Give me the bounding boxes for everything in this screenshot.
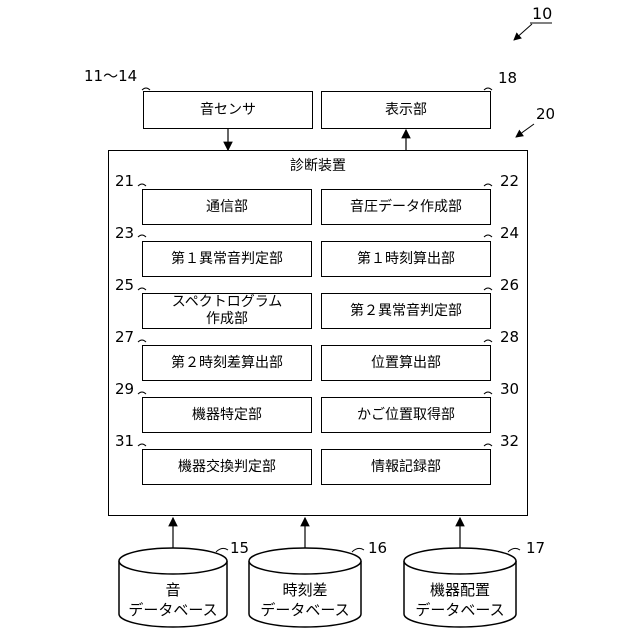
sound-database: 音 データベース <box>119 580 227 620</box>
module-ref-28: 28 <box>500 329 519 345</box>
second-abnormal-sound-unit: 第２異常音判定部 <box>321 293 491 329</box>
device-leader-arrow <box>516 124 534 137</box>
db-ref-17: 17 <box>526 540 545 556</box>
module-ref-21: 21 <box>115 173 134 189</box>
car-position-unit: かご位置取得部 <box>321 397 491 433</box>
figure-number: 10 <box>532 6 552 22</box>
figure-leader-arrow <box>514 24 532 40</box>
sound-pressure-data-unit: 音圧データ作成部 <box>321 189 491 225</box>
module-ref-29: 29 <box>115 381 134 397</box>
sensor-box: 音センサ <box>143 91 313 129</box>
device-replace-unit: 機器交換判定部 <box>142 449 312 485</box>
display-box: 表示部 <box>321 91 491 129</box>
module-ref-30: 30 <box>500 381 519 397</box>
display-ref: 18 <box>498 70 517 86</box>
leader-18 <box>484 88 492 90</box>
module-ref-22: 22 <box>500 173 519 189</box>
db-ref-15: 15 <box>230 540 249 556</box>
module-ref-24: 24 <box>500 225 519 241</box>
module-ref-26: 26 <box>500 277 519 293</box>
device-layout-database: 機器配置 データベース <box>404 580 516 620</box>
device-ref: 20 <box>536 106 555 122</box>
module-ref-27: 27 <box>115 329 134 345</box>
leader-17 <box>508 548 520 552</box>
leader-15 <box>216 548 228 552</box>
db-ref-16: 16 <box>368 540 387 556</box>
spectrogram-unit: スペクトログラム 作成部 <box>142 293 312 329</box>
sensor-ref: 11〜14 <box>84 68 137 84</box>
leader-16 <box>352 548 364 552</box>
module-ref-23: 23 <box>115 225 134 241</box>
first-time-calc-unit: 第１時刻算出部 <box>321 241 491 277</box>
device-identify-unit: 機器特定部 <box>142 397 312 433</box>
communication-unit: 通信部 <box>142 189 312 225</box>
module-ref-32: 32 <box>500 433 519 449</box>
leader-11-14 <box>142 88 150 90</box>
second-time-diff-unit: 第２時刻差算出部 <box>142 345 312 381</box>
info-record-unit: 情報記録部 <box>321 449 491 485</box>
module-ref-31: 31 <box>115 433 134 449</box>
device-title: 診断装置 <box>108 158 528 174</box>
position-calc-unit: 位置算出部 <box>321 345 491 381</box>
module-ref-25: 25 <box>115 277 134 293</box>
time-diff-database: 時刻差 データベース <box>249 580 361 620</box>
first-abnormal-sound-unit: 第１異常音判定部 <box>142 241 312 277</box>
